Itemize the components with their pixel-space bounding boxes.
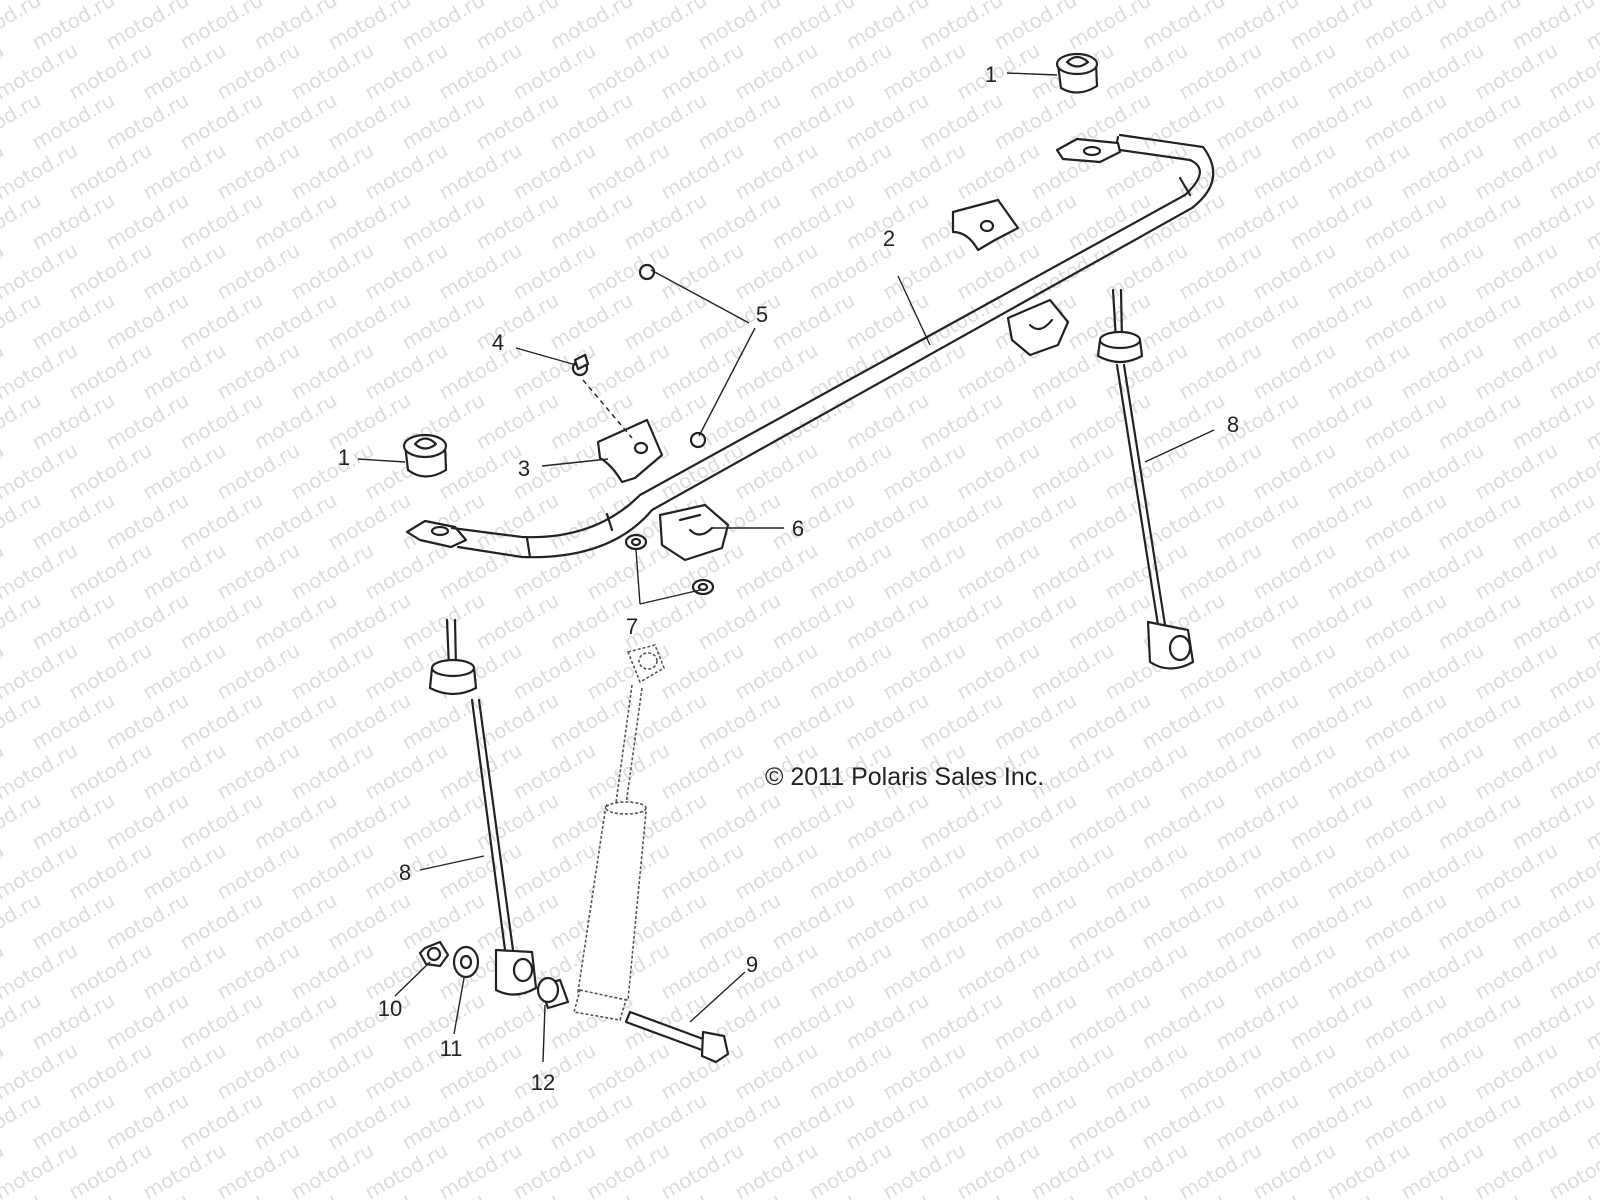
leader-lines [357,72,1215,1063]
callout-6: 6 [792,516,804,541]
link-rod-right [1096,288,1195,670]
callout-12: 12 [531,1070,555,1095]
clamp-bracket [596,418,664,484]
callout-8-right: 8 [1227,412,1239,437]
callout-2: 2 [883,226,895,251]
callout-10: 10 [378,996,402,1021]
screw-5b [689,431,707,449]
washer-11 [452,945,480,979]
washer-7a [624,533,648,551]
callout-labels: 1 1 2 3 4 5 6 7 8 8 9 10 11 12 [338,62,1239,1095]
screw-4 [571,353,590,377]
clamp-block-upper [1006,298,1070,357]
screw-5a [638,263,656,281]
callout-3: 3 [518,456,530,481]
callout-9: 9 [746,952,758,977]
copyright-notice: © 2011 Polaris Sales Inc. [765,763,1044,791]
callout-1-left: 1 [338,445,350,470]
stabilizer-bar [405,133,1215,559]
link-rod-left [428,618,538,996]
shock-absorber [572,644,665,1021]
callout-8-left: 8 [399,860,411,885]
upper-clamp-bracket [951,198,1020,252]
callout-4: 4 [492,330,504,355]
bushing-right [1055,52,1099,94]
washer-7b [691,578,715,596]
callout-5: 5 [756,302,768,327]
callout-1-top: 1 [985,62,997,87]
callout-11: 11 [440,1036,463,1061]
callout-7: 7 [626,614,638,639]
bushing-left [402,433,448,478]
bolt-9 [624,1010,730,1064]
nut-10 [418,940,450,968]
clamp-block [658,503,730,562]
spacer-12 [536,976,570,1010]
